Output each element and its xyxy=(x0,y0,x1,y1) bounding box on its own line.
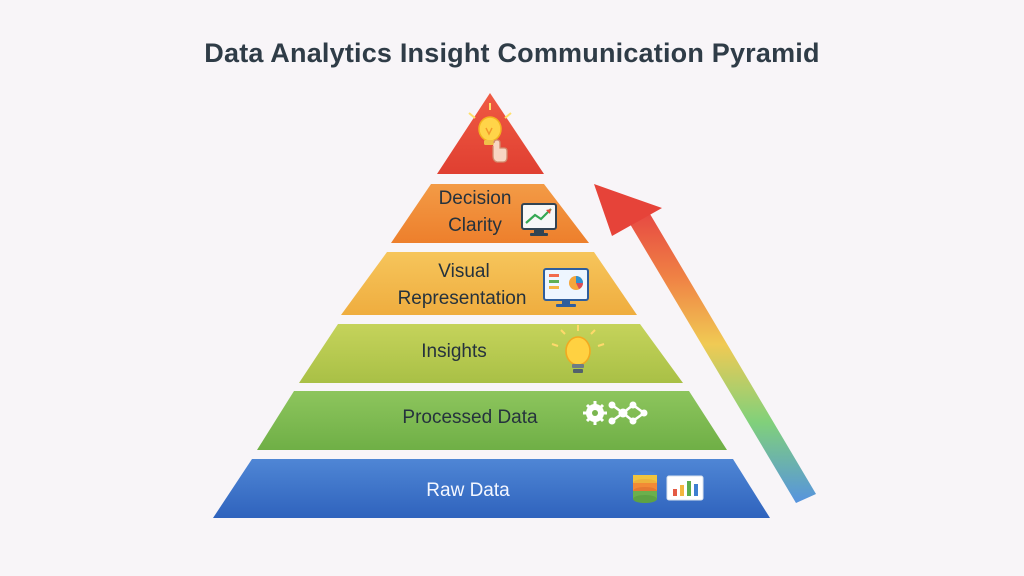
decision-clarity-label-line-1: Decision xyxy=(439,188,512,209)
pyramid-level-raw-data xyxy=(213,459,770,518)
gear-network-icon xyxy=(583,401,648,425)
raw-data-label: Raw Data xyxy=(426,480,510,501)
visual-label-line-2: Representation xyxy=(398,288,527,309)
database-chart-icon xyxy=(633,471,704,503)
visual-label-line-1: Visual xyxy=(438,261,489,282)
monitor-trend-chart-icon xyxy=(521,203,557,236)
decision-clarity-label-line-2: Clarity xyxy=(448,215,502,236)
dashboard-monitor-icon xyxy=(543,268,589,307)
processed-data-label: Processed Data xyxy=(402,407,538,428)
lightbulb-icon xyxy=(551,325,605,373)
lightbulb-pointer-icon xyxy=(468,103,512,163)
upward-arrow xyxy=(594,184,816,503)
page-title: Data Analytics Insight Communication Pyr… xyxy=(204,38,820,68)
pyramid-level-insights xyxy=(299,324,683,383)
insights-label: Insights xyxy=(421,341,486,362)
